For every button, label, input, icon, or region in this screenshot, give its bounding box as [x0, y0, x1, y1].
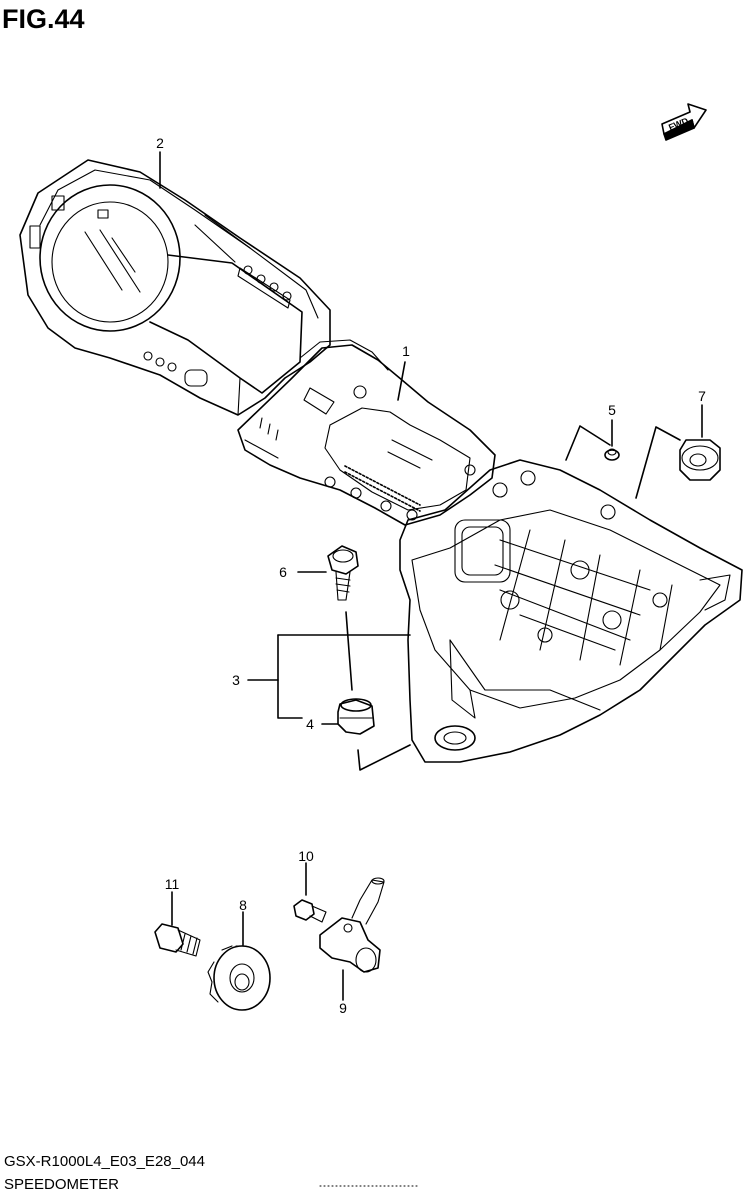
part-1-meter-assembly [237, 339, 508, 526]
part-6-screw [327, 545, 359, 601]
callout-3: 3 [232, 672, 240, 688]
leader-lines [159, 151, 703, 1001]
callout-bracket-3 [277, 634, 303, 719]
figure-name: SPEEDOMETER [4, 1176, 120, 1193]
part-2-meter-cover [19, 159, 331, 416]
callout-5: 5 [608, 402, 616, 418]
part-11-bolt [154, 923, 201, 957]
callout-9: 9 [339, 1000, 347, 1016]
part-4-grommet [337, 698, 375, 735]
callout-1: 1 [402, 343, 410, 359]
callout-10: 10 [298, 848, 314, 864]
callout-11: 11 [164, 876, 180, 892]
part-9-speed-sensor [319, 877, 385, 973]
figure-title: FIG.44 [2, 4, 85, 34]
callout-6: 6 [279, 564, 287, 580]
callout-8: 8 [239, 897, 247, 913]
part-8-gear [207, 945, 271, 1011]
callout-2: 2 [156, 135, 164, 151]
callout-7: 7 [698, 388, 706, 404]
callout-4: 4 [306, 716, 314, 732]
fwd-arrow-icon: FWD [661, 103, 707, 141]
part-7-cushion [679, 439, 721, 481]
meter-case-lower [399, 459, 743, 763]
part-10-screw [293, 899, 327, 923]
part-5-grommet [604, 448, 620, 461]
model-code: GSX-R1000L4_E03_E28_044 [4, 1153, 205, 1170]
